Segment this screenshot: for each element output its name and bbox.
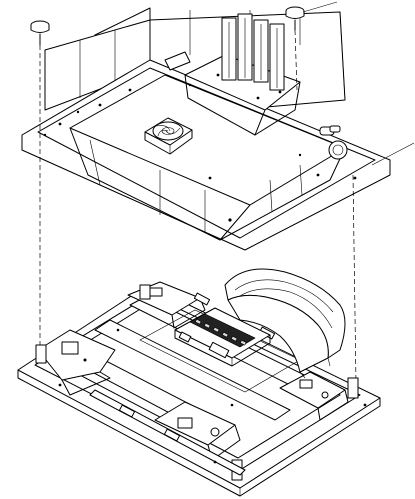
leader-line-screw: [303, 2, 337, 12]
upper-cover: [22, 8, 390, 250]
left-screw: [31, 21, 49, 45]
leader-line-cover: [372, 143, 414, 165]
